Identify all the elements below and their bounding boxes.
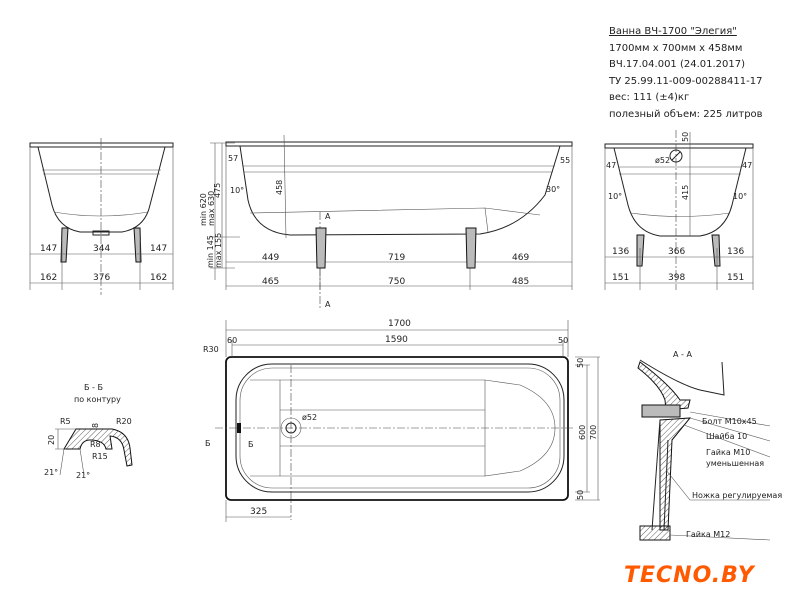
- dim-text: 458: [275, 180, 284, 195]
- dim-text: 20: [47, 435, 56, 445]
- dim-text: R8: [90, 440, 101, 449]
- dim-text: max 155: [214, 233, 223, 268]
- dim-text: 700: [589, 425, 598, 440]
- dim-text: 475: [213, 183, 222, 198]
- drain-icon: [285, 422, 297, 434]
- dim-text: ø52: [655, 156, 670, 165]
- dim-text: 162: [40, 273, 57, 283]
- dim-text: 10°: [608, 192, 622, 201]
- dim-text: 600: [578, 425, 587, 440]
- callout-bolt: Болт М10х45: [702, 417, 757, 426]
- dim-text: 50: [558, 336, 568, 345]
- dim-text: R15: [92, 452, 108, 461]
- dim-text: ø52: [302, 413, 317, 422]
- callout-nut-m10-note: уменьшенная: [706, 459, 764, 468]
- callout-washer: Шайба 10: [706, 432, 747, 441]
- dim-text: 366: [668, 247, 685, 257]
- dim-text: 415: [681, 185, 690, 200]
- dim-text: 147: [150, 244, 167, 254]
- title-block: Ванна ВЧ-1700 "Элегия" 1700мм x 700мм x …: [609, 24, 763, 123]
- product-code: ВЧ.17.04.001 (24.01.2017): [609, 59, 746, 70]
- callout-nut-m12: Гайка М12: [686, 530, 730, 539]
- section-subtitle: по контуру: [74, 395, 121, 404]
- product-volume: полезный объем: 225 литров: [609, 108, 763, 120]
- section-mark: A: [325, 212, 331, 221]
- dim-text: 465: [262, 277, 279, 287]
- dim-text: 60: [227, 336, 237, 345]
- drain-icon: [669, 149, 683, 163]
- dim-text: 151: [727, 273, 744, 283]
- dim-text: 136: [612, 247, 629, 257]
- dim-text: 47: [742, 161, 752, 170]
- section-title: А - А: [673, 350, 692, 359]
- dim-text: 485: [512, 277, 529, 287]
- dim-text: 398: [668, 273, 685, 283]
- dim-text: 50: [681, 132, 690, 142]
- dim-text: 1700: [388, 319, 411, 329]
- dim-text: R30: [203, 345, 219, 354]
- dim-text: 47: [606, 161, 616, 170]
- section-a-a: А - А Болт М10х45 Шайба 10 Гайка М10 уме…: [637, 350, 782, 541]
- product-spec: ТУ 25.99.11-009-00288411-17: [609, 75, 763, 87]
- dim-text: 162: [150, 273, 167, 283]
- plan-view: 1700 1590 60 50 R30 600 700 50 50 325 ø5…: [203, 319, 600, 522]
- section-b-b: Б - Б по контуру R5 8 R20 20 R8 R15 21° …: [44, 383, 133, 480]
- left-end-view: 147 344 147 162 376 162: [29, 138, 174, 295]
- callout-nut-m10: Гайка М10: [706, 448, 750, 457]
- dim-text: 449: [262, 253, 279, 263]
- callout-leg: Ножка регулируемая: [692, 491, 782, 500]
- dim-text: 136: [727, 247, 744, 257]
- dim-text: 376: [93, 273, 110, 283]
- dim-text: 750: [388, 277, 405, 287]
- section-mark: A: [325, 300, 331, 309]
- side-view: min 620 max 630 475 min 145 max 155 458 …: [199, 134, 573, 309]
- dim-text: 151: [612, 273, 629, 283]
- overflow-icon: [237, 423, 241, 433]
- section-mark: Б: [248, 440, 254, 449]
- dim-text: 50: [576, 358, 585, 368]
- dim-text: 10°: [230, 186, 244, 195]
- product-weight: вес: 111 (±4)кг: [609, 92, 690, 103]
- dim-text: 57: [228, 154, 238, 163]
- dim-text: min 145: [206, 235, 215, 268]
- dim-text: 10°: [733, 192, 747, 201]
- dim-text: 719: [388, 253, 405, 263]
- dim-text: max 630: [207, 191, 216, 226]
- dim-text: 30°: [546, 185, 560, 194]
- dim-text: min 620: [199, 193, 208, 226]
- brand-logo: TECNO.BY: [624, 563, 755, 588]
- dim-text: 469: [512, 253, 529, 263]
- dim-text: 1590: [385, 335, 408, 345]
- dim-text: 55: [560, 156, 570, 165]
- dim-text: 325: [250, 507, 267, 517]
- product-title: Ванна ВЧ-1700 "Элегия": [609, 26, 737, 37]
- dim-text: 21°: [44, 468, 58, 477]
- dim-text: 147: [40, 244, 57, 254]
- dim-text: 344: [93, 244, 110, 254]
- dim-text: R5: [60, 417, 71, 426]
- product-size: 1700мм x 700мм x 458мм: [609, 42, 743, 54]
- dim-text: 21°: [76, 471, 90, 480]
- dim-text: 8: [91, 423, 100, 428]
- dim-text: 50: [576, 490, 585, 500]
- section-title: Б - Б: [84, 383, 103, 392]
- dim-text: R20: [116, 417, 132, 426]
- right-end-view: 50 ø52 415 47 47 10° 10° 136 366 136 151…: [604, 130, 754, 290]
- section-mark: Б: [205, 439, 211, 448]
